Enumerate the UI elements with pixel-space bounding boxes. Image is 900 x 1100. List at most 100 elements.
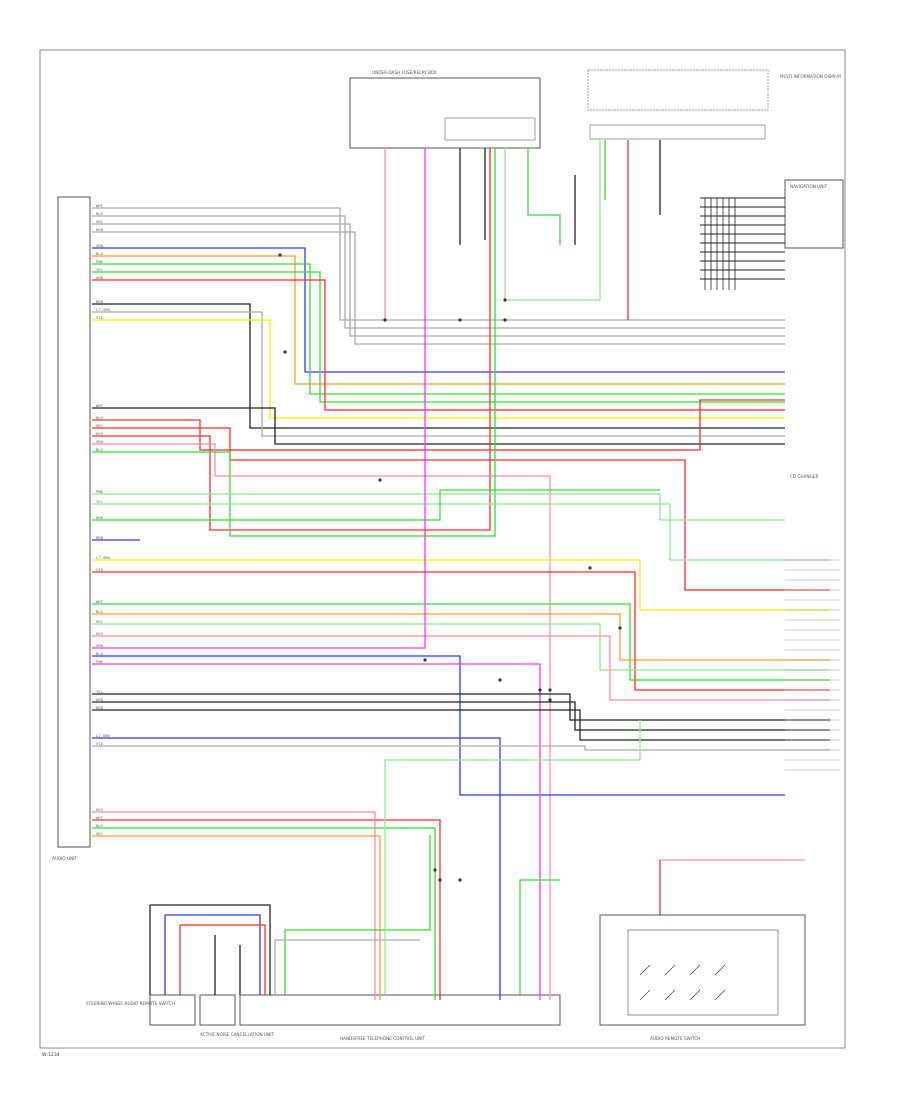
junction-dot bbox=[283, 350, 287, 354]
audio-wire-2 bbox=[92, 215, 785, 329]
pin-label: BLU bbox=[96, 651, 104, 656]
junction-dot bbox=[278, 253, 282, 257]
pin-label: BLK bbox=[96, 823, 104, 828]
junction-dot bbox=[383, 318, 387, 322]
hf-wire-grey bbox=[274, 939, 420, 995]
pin-label: YEL bbox=[96, 689, 104, 694]
pin-label: BLU bbox=[96, 447, 104, 452]
pin-label: GRN bbox=[96, 243, 104, 248]
audio-wire-33 bbox=[92, 701, 830, 731]
pin-label: RED bbox=[96, 227, 104, 232]
junction-dot bbox=[498, 678, 502, 682]
pin-label: BLK bbox=[96, 609, 104, 614]
junction-dot bbox=[458, 878, 462, 882]
audio-wire-7 bbox=[92, 263, 785, 395]
pin-label: PNK bbox=[96, 489, 104, 494]
pin-label: ORN bbox=[96, 697, 104, 702]
junction-dot bbox=[423, 658, 427, 662]
audio-wire-30 bbox=[92, 655, 785, 796]
audio-wire-25 bbox=[92, 603, 830, 681]
hf-wire-lgrn bbox=[384, 720, 641, 995]
pin-label: LT GRN bbox=[96, 733, 110, 738]
audio-wire-3 bbox=[92, 223, 785, 337]
audio-wire-11 bbox=[92, 311, 785, 437]
footer-code: W-1234 bbox=[42, 1052, 60, 1058]
fuse-wire-grn bbox=[527, 148, 561, 245]
audio-wire-6 bbox=[92, 255, 785, 385]
pin-label: BLU bbox=[96, 251, 104, 256]
pin-label: ORN bbox=[96, 275, 104, 280]
navigation-unit-box bbox=[784, 179, 844, 249]
pin-label: WHT bbox=[96, 599, 104, 604]
hf-wire-blk bbox=[150, 904, 271, 995]
pin-label: YEL bbox=[96, 499, 104, 504]
audio-wire-27 bbox=[92, 623, 830, 671]
junction-dot bbox=[618, 626, 622, 630]
audio-wire-36 bbox=[92, 745, 830, 751]
junction-dot bbox=[433, 868, 437, 872]
pin-label: VIO bbox=[96, 567, 104, 572]
multi-info-box bbox=[587, 69, 769, 111]
audio-wire-35 bbox=[92, 737, 501, 1000]
hf-wire-blu bbox=[165, 914, 261, 995]
audio-wire-28 bbox=[92, 635, 830, 701]
audio-wire-29 bbox=[92, 148, 426, 649]
junction-dot bbox=[588, 566, 592, 570]
junction-dot bbox=[458, 318, 462, 322]
junction-group bbox=[278, 253, 622, 882]
navigation-unit-label: NAVIGATION UNIT bbox=[790, 184, 828, 189]
audio-wire-8 bbox=[92, 271, 785, 403]
audio-wire-37 bbox=[92, 819, 441, 1000]
junction-dot bbox=[548, 698, 552, 702]
audio-wire-24 bbox=[92, 571, 830, 691]
audio-remote-switch-label: AUDIO REMOTE SWITCH bbox=[650, 1036, 700, 1041]
cd-changer-label: CD CHANGER bbox=[790, 474, 818, 479]
handsfree-unit-label: HANDSFREE TELEPHONE CONTROL UNIT bbox=[340, 1036, 425, 1041]
pin-label: WHT bbox=[96, 403, 104, 408]
audio-unit-box bbox=[57, 196, 91, 848]
pin-label: VIO bbox=[96, 315, 104, 320]
audio-unit-label: AUDIO UNIT bbox=[52, 856, 77, 861]
pin-label: YEL bbox=[96, 267, 104, 272]
pin-label: PNK bbox=[96, 259, 104, 264]
pin-label-group: WHT BLK GRY RED GRN BLU PNK YEL ORN BRN LT GRN VIO W… bbox=[96, 203, 110, 836]
pin-label: ORN bbox=[96, 515, 104, 520]
wire-group bbox=[92, 140, 840, 1000]
fuse-wire-grn-2 bbox=[504, 140, 601, 301]
pin-label: BRN bbox=[96, 535, 104, 540]
multi-info-label: MULTI INFORMATION DISPLAY bbox=[780, 74, 842, 79]
junction-dot bbox=[538, 688, 542, 692]
pin-label: BRN bbox=[96, 299, 104, 304]
audio-wire-38 bbox=[92, 827, 436, 1000]
audio-wire-31 bbox=[92, 663, 541, 1000]
remote-switch-contacts bbox=[639, 964, 726, 1001]
pin-label: GRN bbox=[96, 439, 104, 444]
fuse-box-inner bbox=[444, 117, 536, 141]
gauge-box bbox=[589, 124, 766, 140]
pin-label: RED bbox=[96, 807, 104, 812]
pin-label: GRN bbox=[96, 643, 104, 648]
audio-wire-14 bbox=[92, 399, 785, 451]
pin-label: LT GRN bbox=[96, 555, 110, 560]
pin-label: WHT bbox=[96, 203, 104, 208]
audio-remote-switch-box bbox=[599, 914, 806, 1026]
audio-wire-21 bbox=[92, 489, 660, 521]
pin-label: LT GRN bbox=[96, 307, 110, 312]
audio-wire-20 bbox=[92, 503, 830, 561]
pin-label: GRY bbox=[96, 831, 104, 836]
steering-switch-label: STEERING WHEEL AUDIO REMOTE SWITCH bbox=[86, 1001, 175, 1006]
handsfree-unit-box bbox=[239, 994, 561, 1026]
sound-cancel-box bbox=[199, 994, 236, 1026]
pin-label: RED bbox=[96, 431, 104, 436]
junction-dot bbox=[548, 688, 552, 692]
pin-label: BLK bbox=[96, 415, 104, 420]
audio-wire-1 bbox=[92, 207, 785, 321]
audio-wire-26 bbox=[92, 613, 830, 661]
hf-wire-grn bbox=[284, 835, 431, 995]
junction-dot bbox=[503, 298, 507, 302]
pin-label: BRN bbox=[96, 705, 104, 710]
audio-wire-12 bbox=[92, 319, 785, 419]
audio-wire-17 bbox=[92, 443, 551, 1000]
audio-wire-9 bbox=[92, 279, 785, 411]
pin-label: GRY bbox=[96, 619, 104, 624]
